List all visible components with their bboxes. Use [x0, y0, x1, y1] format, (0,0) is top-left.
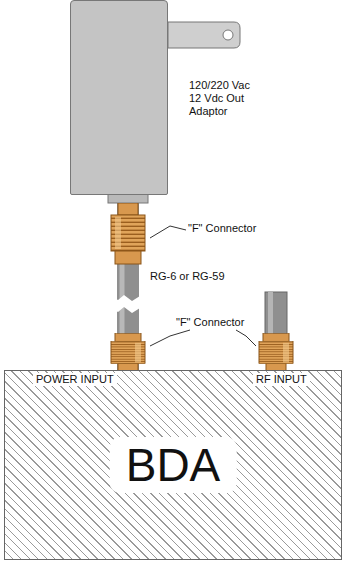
connector-label: "F" Connector: [188, 222, 256, 235]
bda-unit: POWER INPUT RF INPUT BDA: [4, 370, 342, 560]
connector-label: "F" Connector: [176, 316, 244, 329]
port-label: RF INPUT: [253, 373, 310, 386]
power-adaptor: 120/220 Vac 12 Vdc Out Adaptor: [70, 0, 168, 195]
port-label: POWER INPUT: [33, 373, 117, 386]
cable-label: RG-6 or RG-59: [150, 270, 225, 283]
adaptor-label: 120/220 Vac 12 Vdc Out Adaptor: [189, 79, 261, 118]
unit-title: BDA: [110, 437, 237, 493]
